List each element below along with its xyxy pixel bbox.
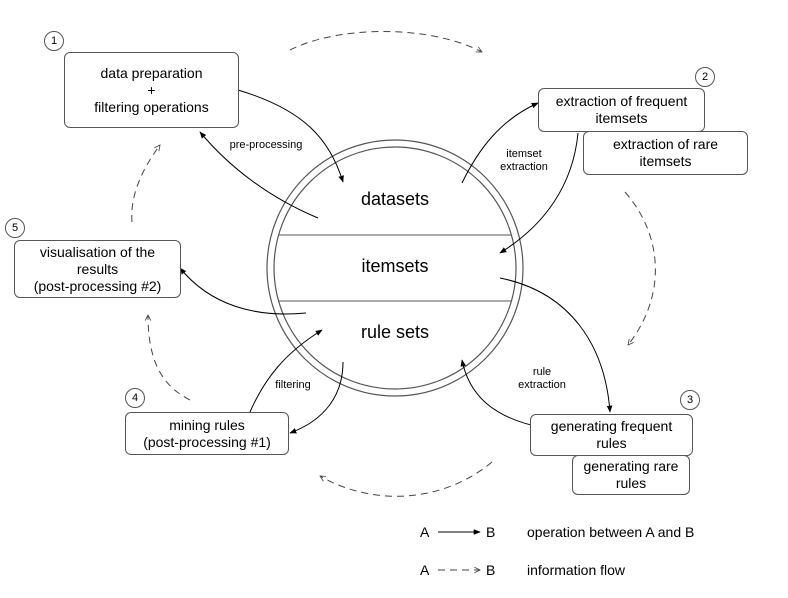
central-outer-ring (266, 139, 524, 397)
step-5-box: visualisation of the results (post-proce… (14, 240, 181, 298)
step-2-rare-label: extraction of rare itemsets (612, 136, 719, 169)
arrow-rulesets-to-visualisation (179, 267, 307, 315)
center-rulesets-label: rule sets (360, 322, 430, 342)
step-1-label: data preparation + filtering operations (94, 64, 209, 115)
legend-solid-a: A (420, 524, 430, 540)
arrow-datasets-to-frequent-itemsets (461, 102, 539, 184)
arrow-datasets-to-preparation (199, 131, 319, 219)
central-inner-ring (273, 146, 517, 390)
step-4-box: mining rules (post-processing #1) (125, 412, 289, 455)
step-1-box: data preparation + filtering operations (64, 52, 239, 128)
legend-dashed-text: information flow (527, 562, 626, 578)
flow-1-to-2 (289, 31, 482, 53)
flow-2-to-3 (624, 191, 656, 345)
edge-label-pre-processing: pre-processing (229, 139, 303, 151)
legend-dashed-b: B (486, 562, 496, 578)
legend-solid-b: B (486, 524, 496, 540)
step-2-frequent-box: extraction of frequent itemsets (538, 88, 705, 132)
step-3-rare-box: generating rare rules (572, 455, 690, 495)
step-2-frequent-label: extraction of frequent itemsets (555, 93, 688, 126)
step-5-label: visualisation of the results (post-proce… (33, 243, 162, 294)
arrow-preparation-to-datasets (237, 89, 344, 183)
step-3-frequent-label: generating frequent rules (550, 418, 673, 451)
step-3-number: 3 (680, 390, 700, 410)
legend-dashed-a: A (420, 562, 430, 578)
arrow-rulesets-to-mining-rules (289, 361, 344, 434)
edge-label-filtering: filtering (275, 379, 311, 391)
arrow-itemsets-to-generating-rules (499, 277, 613, 413)
step-4-number: 4 (125, 388, 145, 408)
step-3-rare-label: generating rare rules (583, 458, 679, 491)
step-2-number: 2 (695, 67, 715, 87)
step-2-rare-box: extraction of rare itemsets (583, 131, 748, 175)
edge-label-itemset-extraction: itemset extraction (500, 148, 548, 173)
center-itemsets-label: itemsets (361, 256, 429, 276)
flow-4-to-5 (148, 315, 191, 401)
step-1-number: 1 (44, 31, 64, 51)
flow-5-to-1 (131, 145, 160, 223)
step-5-number: 5 (5, 218, 25, 238)
legend-solid-text: operation between A and B (527, 524, 695, 540)
arrow-itemset-extraction-to-itemsets (499, 132, 579, 254)
flow-3-to-4 (320, 461, 493, 497)
step-3-frequent-box: generating frequent rules (530, 414, 693, 456)
edge-label-rule-extraction: rule extraction (518, 366, 566, 391)
center-datasets-label: datasets (360, 189, 430, 209)
step-4-label: mining rules (post-processing #1) (143, 416, 271, 450)
arrow-mining-rules-to-rulesets (249, 329, 323, 413)
